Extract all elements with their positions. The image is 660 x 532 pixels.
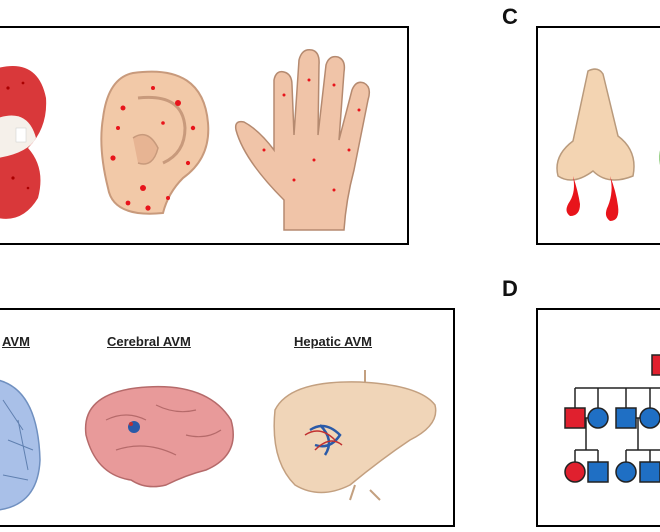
hepatic-avm-caption: Hepatic AVM	[294, 334, 373, 349]
panel-letter-c: C	[502, 4, 518, 29]
pedigree-unaffected-male-gen3	[587, 461, 609, 483]
pedigree-affected-male-gen1	[651, 354, 660, 376]
lung-avm-caption: AVM	[2, 334, 30, 349]
pedigree-unaffected-female	[587, 407, 609, 429]
ear-illustration	[100, 70, 210, 215]
lips-illustration	[0, 66, 47, 219]
brain-illustration	[84, 385, 234, 488]
liver-illustration	[273, 370, 437, 501]
panel-pedigree	[536, 308, 660, 527]
panel-letter-d: D	[502, 276, 518, 301]
cerebral-avm-caption: Cerebral AVM	[107, 334, 191, 349]
panel-visceral-avm: AVM Cerebral AVM Hepatic AVM	[0, 308, 455, 527]
nose-illustration	[556, 68, 635, 221]
panel-mucocutaneous-telangiectasia	[0, 26, 409, 245]
pedigree-unaffected-male-gen3-2	[639, 461, 660, 483]
lung-illustration	[0, 379, 41, 511]
pedigree-unaffected-female-2	[639, 407, 660, 429]
leaf-fragment	[659, 150, 660, 165]
panel-epistaxis	[536, 26, 660, 245]
pedigree-chart	[564, 354, 660, 483]
pedigree-unaffected-male	[615, 407, 637, 429]
pedigree-affected-male	[564, 407, 586, 429]
hand-illustration	[234, 48, 371, 231]
pedigree-unaffected-female-gen3	[615, 461, 637, 483]
pedigree-affected-female-gen3	[564, 461, 586, 483]
